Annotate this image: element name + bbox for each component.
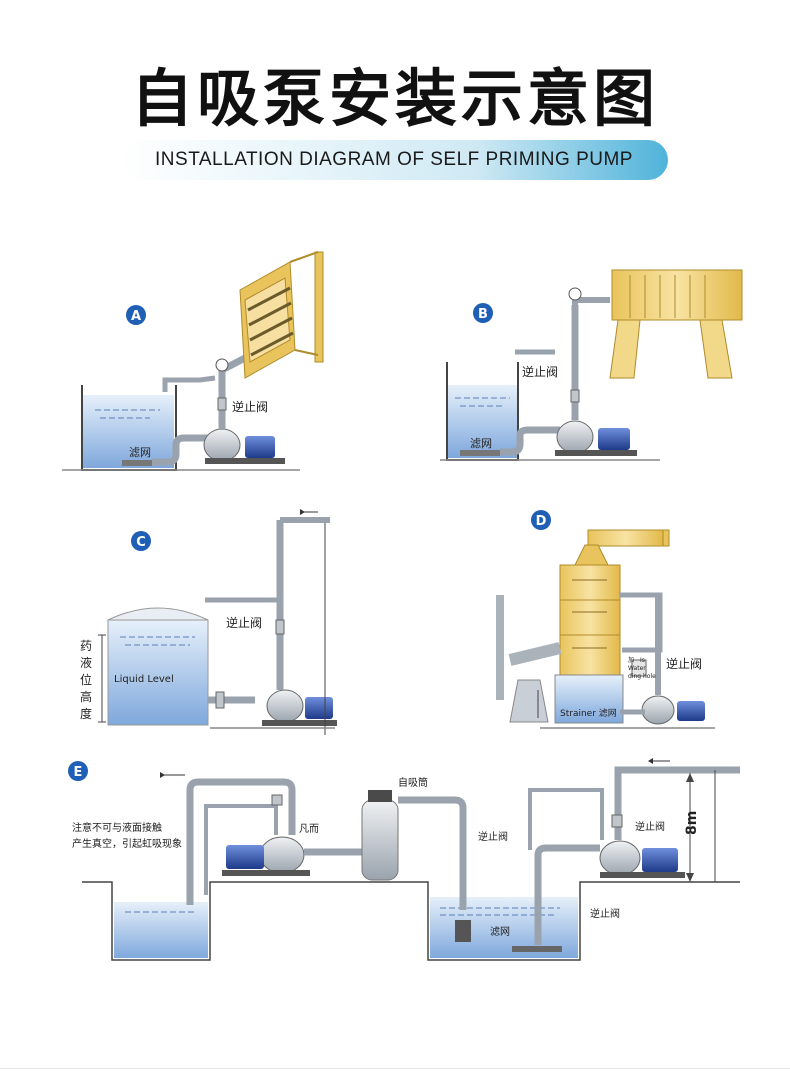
panel-e-sump-left xyxy=(114,902,208,958)
panel-a-motor xyxy=(245,436,275,458)
panel-c: C Liquid Level 药 液 位 高 度 逆止阀 xyxy=(80,509,337,735)
page-subtitle: INSTALLATION DIAGRAM OF SELF PRIMING PUM… xyxy=(155,149,633,170)
page-title: 自吸泵安装示意图 xyxy=(130,62,659,135)
panel-d: D Strainer 滤网 加 Is Water ding hole 逆止 xyxy=(496,510,715,729)
panel-a-badge-circle xyxy=(126,305,146,325)
panel-b-water xyxy=(447,385,517,458)
panel-a-suction-pipe xyxy=(152,434,210,466)
panel-b-filter-press xyxy=(609,269,743,379)
panel-e-note-line-2: 产生真空，引起虹吸现象 xyxy=(72,837,182,850)
panel-e-badge: E xyxy=(74,765,83,780)
panel-e-check-valve-3: 逆止阀 xyxy=(590,907,620,920)
panel-d-scrubber-tower xyxy=(559,529,670,676)
panel-b: B 滤网 逆止阀 xyxy=(440,269,743,461)
panel-b-pump xyxy=(556,420,594,454)
panel-c-check-valve-label: 逆止阀 xyxy=(226,615,262,630)
panel-e-check-valve-2: 逆止阀 xyxy=(635,820,665,833)
panel-e-height-label: 8m xyxy=(684,811,700,835)
panel-e-valve-label: 凡而 xyxy=(299,823,319,835)
panel-e-motor-right xyxy=(642,848,678,872)
panel-c-level-label: Liquid Level xyxy=(114,674,174,685)
panel-d-badge: D xyxy=(536,514,547,529)
panel-d-strainer-label: Strainer 滤网 xyxy=(560,707,617,719)
panel-a-pump xyxy=(203,428,241,462)
panel-c-tank xyxy=(107,619,209,726)
panel-b-check-valve-label: 逆止阀 xyxy=(522,364,558,379)
panel-c-tank-roof xyxy=(107,607,209,621)
panel-a-plate-heat-exchanger xyxy=(239,251,324,379)
panel-d-tank xyxy=(554,674,624,724)
panel-e-note-line-1: 注意不可与液面接触 xyxy=(72,821,162,834)
panel-d-motor xyxy=(677,701,705,721)
panel-a: A 滤网 逆止阀 xyxy=(62,251,324,471)
panel-e-motor-left xyxy=(226,845,264,869)
panel-c-badge: C xyxy=(136,535,146,550)
panel-a-gauge xyxy=(215,358,229,372)
panel-e-foot-valve xyxy=(455,920,471,942)
panel-e-strainer-label: 滤网 xyxy=(490,925,510,938)
panel-b-strainer-label: 滤网 xyxy=(470,437,492,450)
panel-e-pump-right xyxy=(599,840,641,876)
panel-e-tank-label: 自吸筒 xyxy=(398,776,428,789)
panel-a-badge: A xyxy=(131,309,141,324)
panel-d-note-0: 加 xyxy=(628,656,634,664)
panel-b-badge: B xyxy=(478,307,488,322)
panel-a-strainer-mesh xyxy=(122,460,152,466)
panel-c-side-label-1: 液 xyxy=(80,655,92,670)
panel-e-priming-tank xyxy=(361,790,399,881)
panel-d-note-2: Water xyxy=(628,665,646,672)
panel-e-pump-left xyxy=(259,836,305,874)
panel-e: E 注意不可与液面接触 产生真空，引起虹吸现象 凡而 自吸筒 逆止阀 滤网 xyxy=(68,758,740,961)
panel-d-pump xyxy=(641,695,675,725)
panel-c-motor xyxy=(305,697,333,719)
panel-c-pump xyxy=(266,689,304,723)
panel-d-note-1: Is xyxy=(640,657,645,664)
panel-c-side-label-2: 位 xyxy=(80,672,92,687)
panel-c-side-label-0: 药 xyxy=(80,639,92,653)
panel-a-strainer-label: 滤网 xyxy=(129,446,151,459)
panel-c-side-label-3: 高 xyxy=(80,689,92,704)
panel-b-gauge xyxy=(568,287,582,301)
panel-c-side-label-4: 度 xyxy=(80,706,92,721)
panel-d-note-3: ding hole xyxy=(628,673,656,680)
panel-e-ground xyxy=(82,881,740,961)
panel-d-check-valve-label: 逆止阀 xyxy=(666,656,702,671)
panel-a-check-valve-label: 逆止阀 xyxy=(232,399,268,414)
subtitle-banner xyxy=(120,140,668,180)
panel-a-water xyxy=(82,395,174,468)
panel-b-motor xyxy=(598,428,630,450)
panel-e-check-valve-1: 逆止阀 xyxy=(478,830,508,843)
bottom-divider xyxy=(0,1068,790,1069)
